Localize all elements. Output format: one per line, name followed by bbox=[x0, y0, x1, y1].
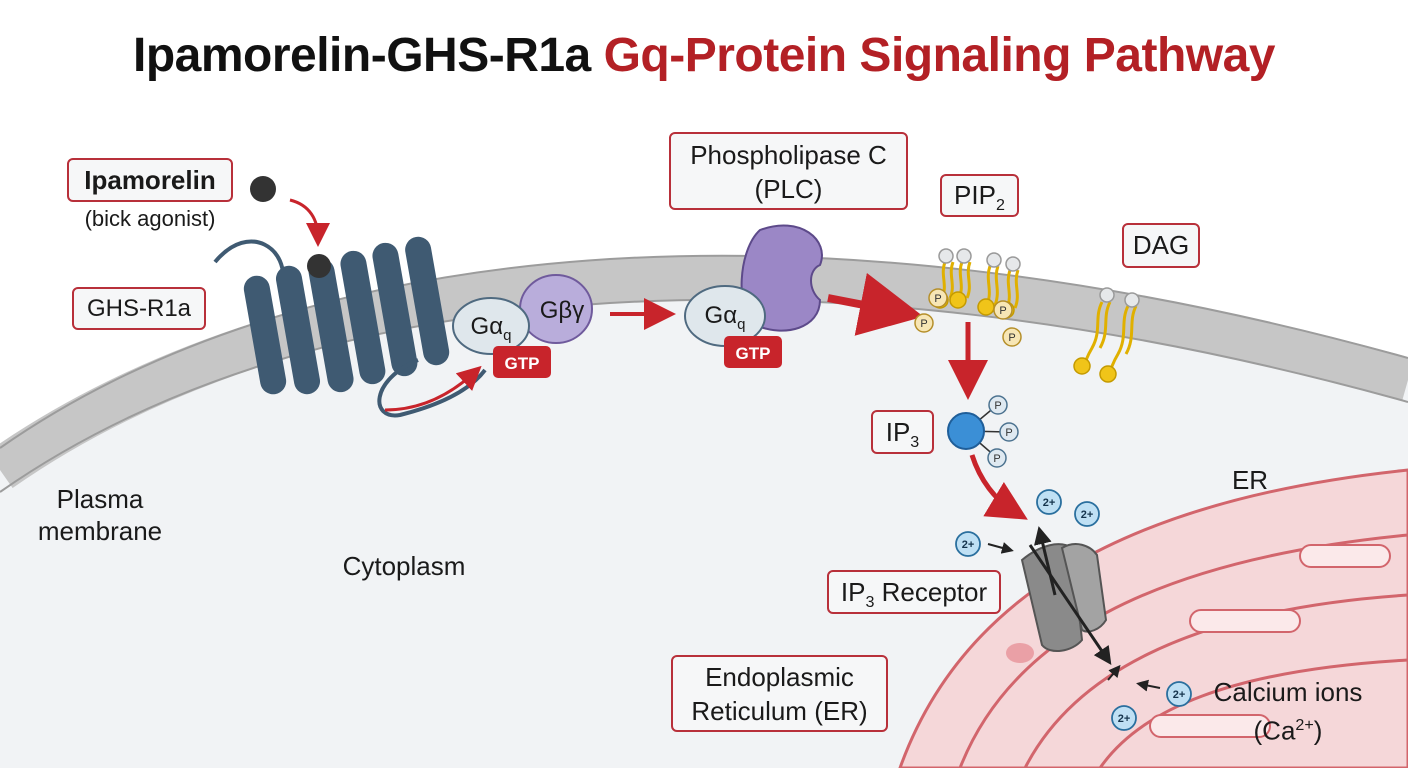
phosphate-label: P bbox=[994, 400, 1001, 412]
agonist-label: (bick agonist) bbox=[84, 206, 216, 231]
calcium-ions-line1: Calcium ions bbox=[1213, 677, 1363, 707]
plasma-membrane-line2: membrane bbox=[37, 516, 163, 546]
plasma-membrane bbox=[0, 255, 1408, 489]
g-alpha-subunit-1 bbox=[452, 297, 530, 355]
ipamorelin-molecule bbox=[250, 176, 276, 202]
g-alpha-label-2: Gαq bbox=[705, 302, 746, 333]
pip2-label: PIP2 bbox=[940, 174, 1019, 217]
ion-charge: 2+ bbox=[1118, 713, 1131, 725]
phosphate-label: P bbox=[1008, 332, 1015, 344]
ip3-receptor-label: IP3 Receptor bbox=[827, 570, 1001, 614]
plc-label-line1: Phospholipase C bbox=[690, 140, 887, 170]
er-label-line1: Endoplasmic bbox=[705, 662, 854, 692]
er-label-line2: Reticulum (ER) bbox=[691, 696, 868, 726]
cytoplasm-label: Cytoplasm bbox=[342, 551, 466, 581]
title-part-1: Ipamorelin-GHS-R1a bbox=[132, 29, 591, 82]
plasma-membrane-label: Plasma membrane bbox=[20, 483, 180, 547]
calcium-ions bbox=[955, 489, 1192, 731]
dag-label: DAG bbox=[1122, 223, 1200, 268]
gtp-badge-1 bbox=[493, 346, 551, 378]
ghs-r1a-receptor bbox=[213, 236, 487, 418]
calcium-ions-label: Calcium ions (Ca2+) bbox=[1198, 676, 1378, 748]
gtp-label-2: GTP bbox=[736, 344, 771, 363]
calcium-ions-line2: (Ca2+) bbox=[1253, 715, 1323, 746]
plasma-membrane-line1: Plasma bbox=[56, 484, 144, 514]
bound-ligand bbox=[307, 254, 331, 278]
gtp-badge-2 bbox=[724, 336, 782, 368]
plc-label-line2: (PLC) bbox=[754, 174, 823, 204]
g-beta-gamma-label: Gβγ bbox=[540, 297, 584, 324]
phosphate-label: P bbox=[1005, 427, 1012, 439]
ion-charge: 2+ bbox=[1043, 497, 1056, 509]
g-alpha-label-1: Gαq bbox=[471, 313, 512, 344]
er-short-label: ER bbox=[1231, 465, 1269, 495]
ip3-label: IP3 bbox=[871, 410, 934, 454]
ion-charge: 2+ bbox=[1173, 689, 1186, 701]
page-title: Ipamorelin-GHS-R1a Gq-Protein Signaling … bbox=[0, 28, 1408, 83]
ion-charge: 2+ bbox=[962, 539, 975, 551]
phosphate-label: P bbox=[920, 318, 927, 330]
gtp-label-1: GTP bbox=[505, 354, 540, 373]
phosphate-label: P bbox=[934, 293, 941, 305]
title-part-2: Gq-Protein Signaling Pathway bbox=[603, 29, 1276, 82]
phosphate-label: P bbox=[993, 453, 1000, 465]
pip2-phosphates bbox=[914, 288, 1022, 347]
phosphate-label: P bbox=[999, 305, 1006, 317]
ip3-receptor-channel bbox=[1020, 526, 1112, 665]
ip3-molecule bbox=[947, 395, 1019, 468]
ion-charge: 2+ bbox=[1081, 509, 1094, 521]
ghs-r1a-label: GHS-R1a bbox=[72, 287, 206, 330]
er-label: Endoplasmic Reticulum (ER) bbox=[671, 655, 888, 732]
plc-label: Phospholipase C (PLC) bbox=[669, 132, 908, 210]
ipamorelin-label: Ipamorelin bbox=[67, 158, 233, 202]
